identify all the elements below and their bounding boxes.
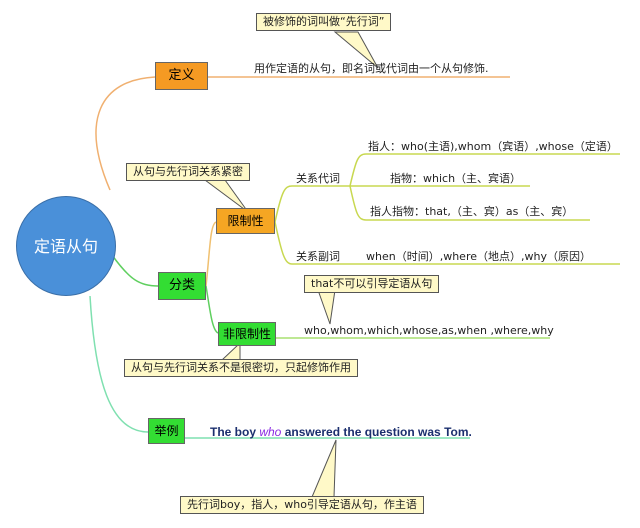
- pronoun-item-thing: 指物：which（主、宾语）: [390, 172, 522, 185]
- relative-pronouns-label: 关系代词: [296, 172, 340, 185]
- example-node: 举例: [148, 418, 185, 444]
- relative-adverbs-text: when（时间）,where（地点）,why（原因）: [366, 250, 591, 263]
- definition-callout: 被修饰的词叫做“先行词”: [256, 13, 392, 31]
- pronoun-item-person: 指人：who(主语),whom（宾语）,whose（定语）: [368, 140, 618, 153]
- pronoun-item-both: 指人指物：that,（主、宾）as（主、宾）: [370, 205, 574, 218]
- example-callout: 先行词boy，指人，who引导定语从句，作主语: [180, 496, 424, 514]
- restrictive-callout: 从句与先行词关系紧密: [126, 163, 250, 181]
- classification-node: 分类: [158, 272, 206, 300]
- example-who: who: [259, 425, 282, 439]
- that-callout: that不可以引导定语从句: [304, 275, 440, 293]
- relative-adverbs-label: 关系副词: [296, 250, 340, 263]
- restrictive-node: 限制性: [216, 208, 275, 234]
- example-sentence: The boy who answered the question was To…: [210, 425, 472, 439]
- definition-text: 用作定语的从句，即名词或代词由一个从句修饰.: [254, 62, 489, 75]
- nonrestrictive-node: 非限制性: [218, 322, 276, 346]
- definition-node: 定义: [155, 62, 208, 90]
- root-node: 定语从句: [16, 196, 116, 296]
- nonrestrictive-callout: 从句与先行词关系不是很密切，只起修饰作用: [124, 359, 358, 377]
- nonrestrictive-text: who,whom,which,whose,as,when ,where,why: [304, 324, 554, 337]
